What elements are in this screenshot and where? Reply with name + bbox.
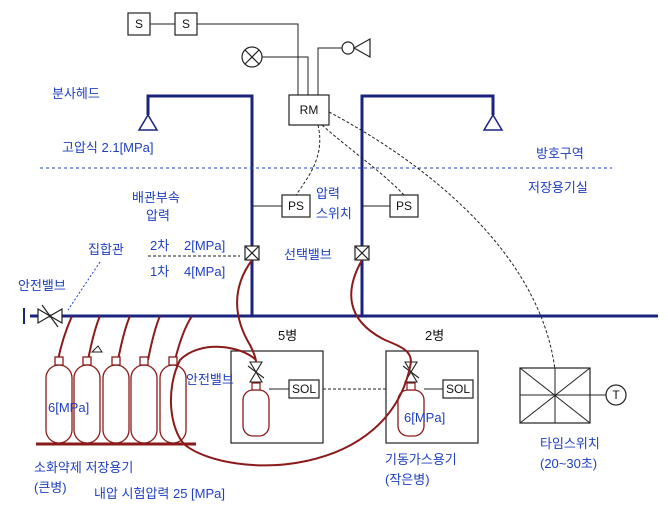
high-pressure-label: 고압식 2.1[MPa]: [62, 140, 154, 155]
secondary-pressure-label: 2[MPa]: [184, 238, 226, 253]
start-gas-label-2: (작은병): [385, 472, 430, 487]
horn-icon: [341, 41, 355, 55]
spray-head-right: [482, 113, 504, 131]
agent-storage-label-1: 소화약제 저장용기: [34, 460, 134, 475]
primary-pressure-label: 4[MPa]: [184, 264, 226, 279]
discharge-pipe-left: [146, 94, 254, 316]
sol-label-1: SOL: [291, 382, 316, 396]
bottle-safety-valve-icon: [90, 345, 103, 353]
safety-valve-mid-label: 안전밸브: [186, 372, 234, 387]
agent-storage-label-2: (큰병): [34, 480, 67, 495]
pressure-switch-label-1: 압력: [316, 186, 340, 201]
rm-control-box: [288, 94, 330, 126]
protected-zone-label: 방호구역: [536, 146, 584, 161]
timer-range-label: (20~30초): [540, 456, 598, 471]
selector-valve-left: [244, 245, 260, 261]
safety-valve-left-label: 안전밸브: [18, 278, 66, 293]
timer-switch-label: 타임스위치: [540, 436, 600, 451]
five-bottles-label: 5병: [278, 328, 298, 343]
rm-label: RM: [299, 103, 319, 117]
spray-head-label: 분사헤드: [52, 86, 100, 101]
spray-head-left: [137, 113, 159, 131]
siren-label-1: S: [134, 17, 143, 31]
timer-icon: [605, 384, 627, 406]
control-wire-timer: [328, 111, 556, 371]
secondary-label: 2차: [150, 238, 170, 253]
start-tube-right: [350, 259, 412, 363]
start-gas-label-1: 기동가스용기: [385, 452, 457, 467]
timer-label: T: [612, 388, 620, 402]
manifold-label: 집합관: [88, 242, 124, 257]
pipe-accessory-label-1: 배관부속: [132, 190, 180, 205]
bottle-tubes: [57, 315, 193, 361]
signal-wire-horn: [317, 47, 342, 95]
storage-room-label: 저장용기실: [528, 180, 588, 195]
agent-storage-bottles: [45, 356, 187, 444]
bottle-pressure-label: 6[MPa]: [48, 400, 90, 415]
control-wire-ps1: [295, 124, 321, 196]
timer-switch-box: [519, 367, 591, 424]
control-wire-ps2: [321, 124, 405, 196]
primary-label: 1차: [150, 264, 170, 279]
signal-wire-lamp: [262, 56, 309, 95]
sol-label-2: SOL: [445, 382, 470, 396]
siren-label-2: S: [181, 17, 190, 31]
start-gas-pressure-label: 6[MPa]: [404, 410, 446, 425]
test-pressure-label: 내압 시험압력 25 [MPa]: [94, 486, 226, 501]
ps-label-2: PS: [395, 199, 412, 213]
pipe-accessory-label-2: 압력: [146, 208, 170, 223]
two-bottles-label: 2병: [425, 328, 445, 343]
selector-valve-label: 선택밸브: [284, 247, 332, 262]
signal-wire-s2: [197, 23, 299, 95]
ps-label-1: PS: [287, 199, 304, 213]
manifold-pointer: [67, 261, 101, 311]
selector-valve-right: [354, 245, 370, 261]
start-gas-bottle-left: [242, 389, 270, 437]
safety-valve-left-icon: [37, 304, 63, 328]
pressure-switch-label-2: 스위치: [316, 206, 352, 221]
start-tube-loop: [169, 345, 412, 467]
